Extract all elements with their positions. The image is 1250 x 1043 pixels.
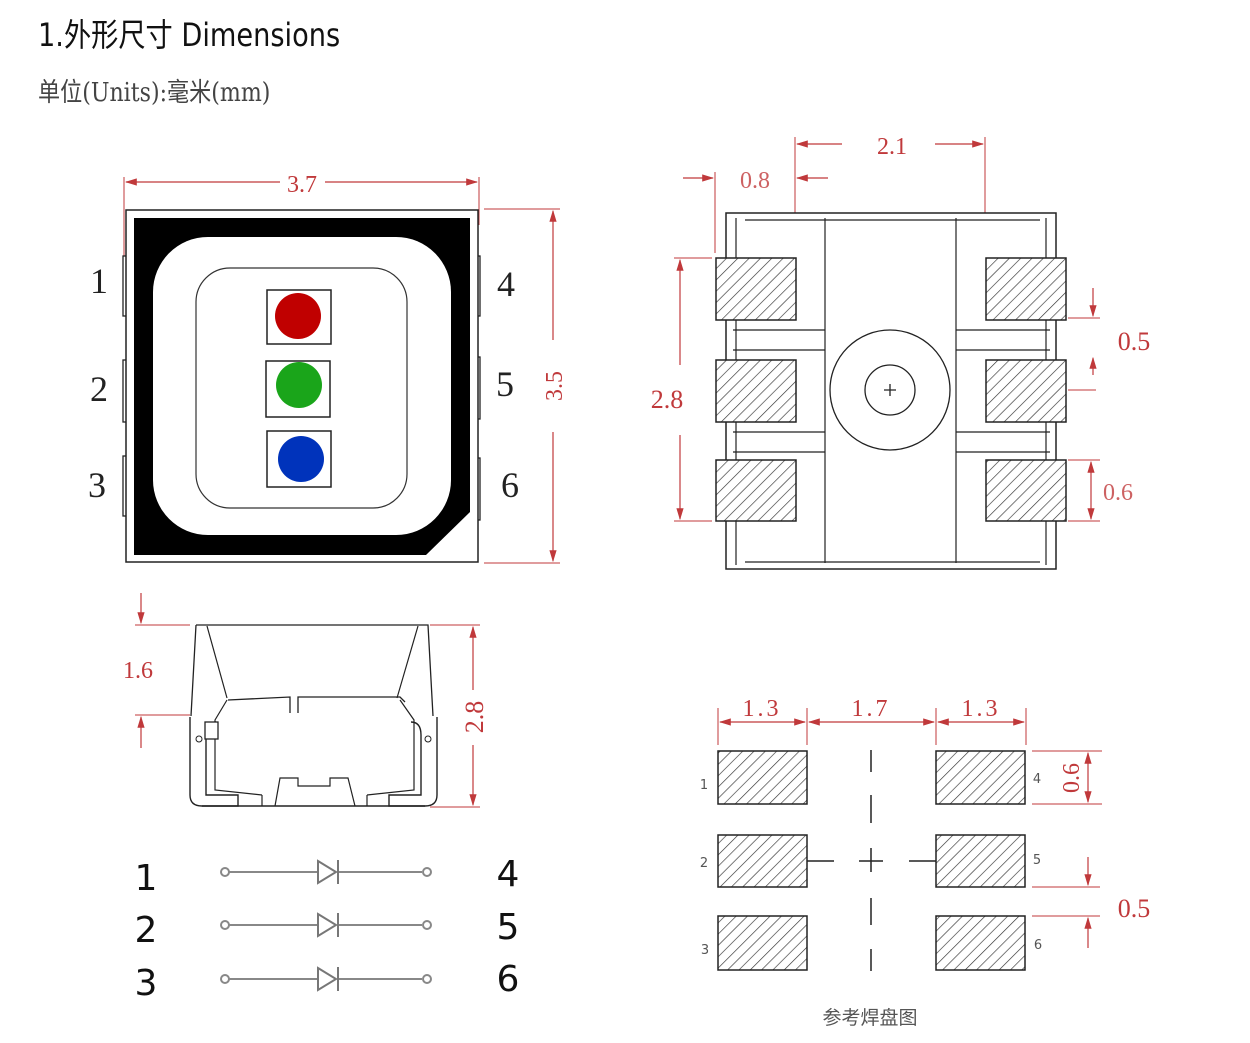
diode-icon bbox=[317, 966, 338, 992]
span-dimension-label: 2.8 bbox=[651, 385, 684, 414]
solder-pad-6 bbox=[935, 915, 1026, 971]
terminal-icon bbox=[220, 974, 230, 984]
pad-label-2: 2 bbox=[700, 856, 708, 871]
lead-separator bbox=[733, 329, 825, 453]
pin-label-2: 2 bbox=[90, 369, 108, 409]
gap-dimension-label: 0.5 bbox=[1118, 327, 1151, 356]
bottom-view: 2.1 0.8 2.8 0.5 0.6 bbox=[651, 134, 1151, 570]
terminal-icon bbox=[422, 867, 432, 877]
left-pad-width-label: 1.3 bbox=[743, 696, 782, 722]
cavity-top bbox=[227, 696, 406, 713]
center-cross-icon bbox=[884, 384, 896, 396]
terminal-icon bbox=[220, 867, 230, 877]
pad-label-4: 4 bbox=[1033, 772, 1041, 787]
bottom-pad-3 bbox=[715, 459, 797, 522]
bottom-pad-6 bbox=[985, 459, 1067, 522]
right-lead bbox=[388, 717, 438, 807]
bottom-pad-2 bbox=[715, 359, 797, 423]
page-title: 1.外形尺寸 Dimensions bbox=[38, 16, 341, 54]
lead-bend bbox=[424, 735, 432, 743]
circuit-pin-3: 3 bbox=[135, 963, 158, 1004]
blue-led-die bbox=[278, 436, 324, 482]
circuit-diagram bbox=[220, 859, 432, 992]
side-view: 1.6 2.8 bbox=[123, 593, 489, 808]
pad-height-dimension-label: 0.6 bbox=[1103, 480, 1133, 506]
circuit-pin-5: 5 bbox=[497, 907, 520, 948]
solder-pad-2 bbox=[717, 834, 808, 888]
pin-label-3: 3 bbox=[88, 465, 106, 505]
units-label: 单位(Units):毫米(mm) bbox=[38, 78, 271, 108]
pad-label-6: 6 bbox=[1034, 938, 1042, 953]
pad-label-5: 5 bbox=[1033, 853, 1041, 868]
center-gap-label: 1.7 bbox=[852, 696, 891, 722]
bottom-pad-5 bbox=[985, 359, 1067, 423]
circuit-pin-4: 4 bbox=[497, 854, 520, 895]
circuit-pin-2: 2 bbox=[135, 910, 158, 951]
total-height-dimension-label: 2.8 bbox=[460, 701, 489, 734]
terminal-icon bbox=[220, 920, 230, 930]
terminal-icon bbox=[422, 974, 432, 984]
circuit-pin-1: 1 bbox=[135, 858, 158, 899]
lens-profile bbox=[190, 624, 434, 717]
bottom-pad-1 bbox=[715, 257, 797, 321]
pin-label-5: 5 bbox=[496, 364, 514, 404]
pin-label-1: 1 bbox=[90, 261, 108, 301]
diode-icon bbox=[317, 859, 338, 885]
solder-pad-caption: 参考焊盘图 bbox=[822, 1007, 917, 1029]
die-block bbox=[204, 721, 219, 740]
diode-icon bbox=[317, 912, 338, 938]
right-pad-width-label: 1.3 bbox=[962, 696, 1001, 722]
terminal-icon bbox=[422, 920, 432, 930]
lead-separator bbox=[956, 329, 1050, 453]
cavity-wall bbox=[214, 699, 415, 796]
solder-pad-layout: 1.3 1.7 1.3 0.6 0.5 1 2 3 4 5 6 参考焊盘图 bbox=[700, 696, 1150, 1029]
lens-height-dimension-label: 1.6 bbox=[123, 658, 153, 684]
width-dimension-label: 3.7 bbox=[287, 172, 317, 198]
pin-label-4: 4 bbox=[497, 264, 515, 304]
solder-pad-4 bbox=[935, 750, 1026, 805]
lead-bend bbox=[195, 735, 203, 743]
height-dimension-label: 3.5 bbox=[542, 371, 568, 401]
bottom-pad-4 bbox=[985, 257, 1067, 321]
base-profile bbox=[261, 777, 368, 807]
solder-pad-1 bbox=[717, 750, 808, 805]
pin-label-6: 6 bbox=[501, 465, 519, 505]
solder-pad-3 bbox=[717, 915, 808, 971]
circuit-pin-6: 6 bbox=[497, 959, 520, 1000]
pad-gap-label: 0.5 bbox=[1118, 894, 1151, 923]
pad-label-3: 3 bbox=[701, 943, 709, 958]
red-led-die bbox=[275, 293, 321, 339]
solder-pad-5 bbox=[935, 834, 1026, 888]
lens-taper bbox=[206, 625, 419, 699]
pad-width-dimension-label: 0.8 bbox=[740, 168, 770, 194]
pitch-dimension-label: 2.1 bbox=[877, 134, 907, 160]
top-view: 3.7 3.5 1 2 3 4 5 6 bbox=[88, 172, 568, 564]
green-led-die bbox=[276, 362, 322, 408]
pad-height-label: 0.6 bbox=[1059, 763, 1085, 793]
pad-label-1: 1 bbox=[700, 778, 708, 793]
